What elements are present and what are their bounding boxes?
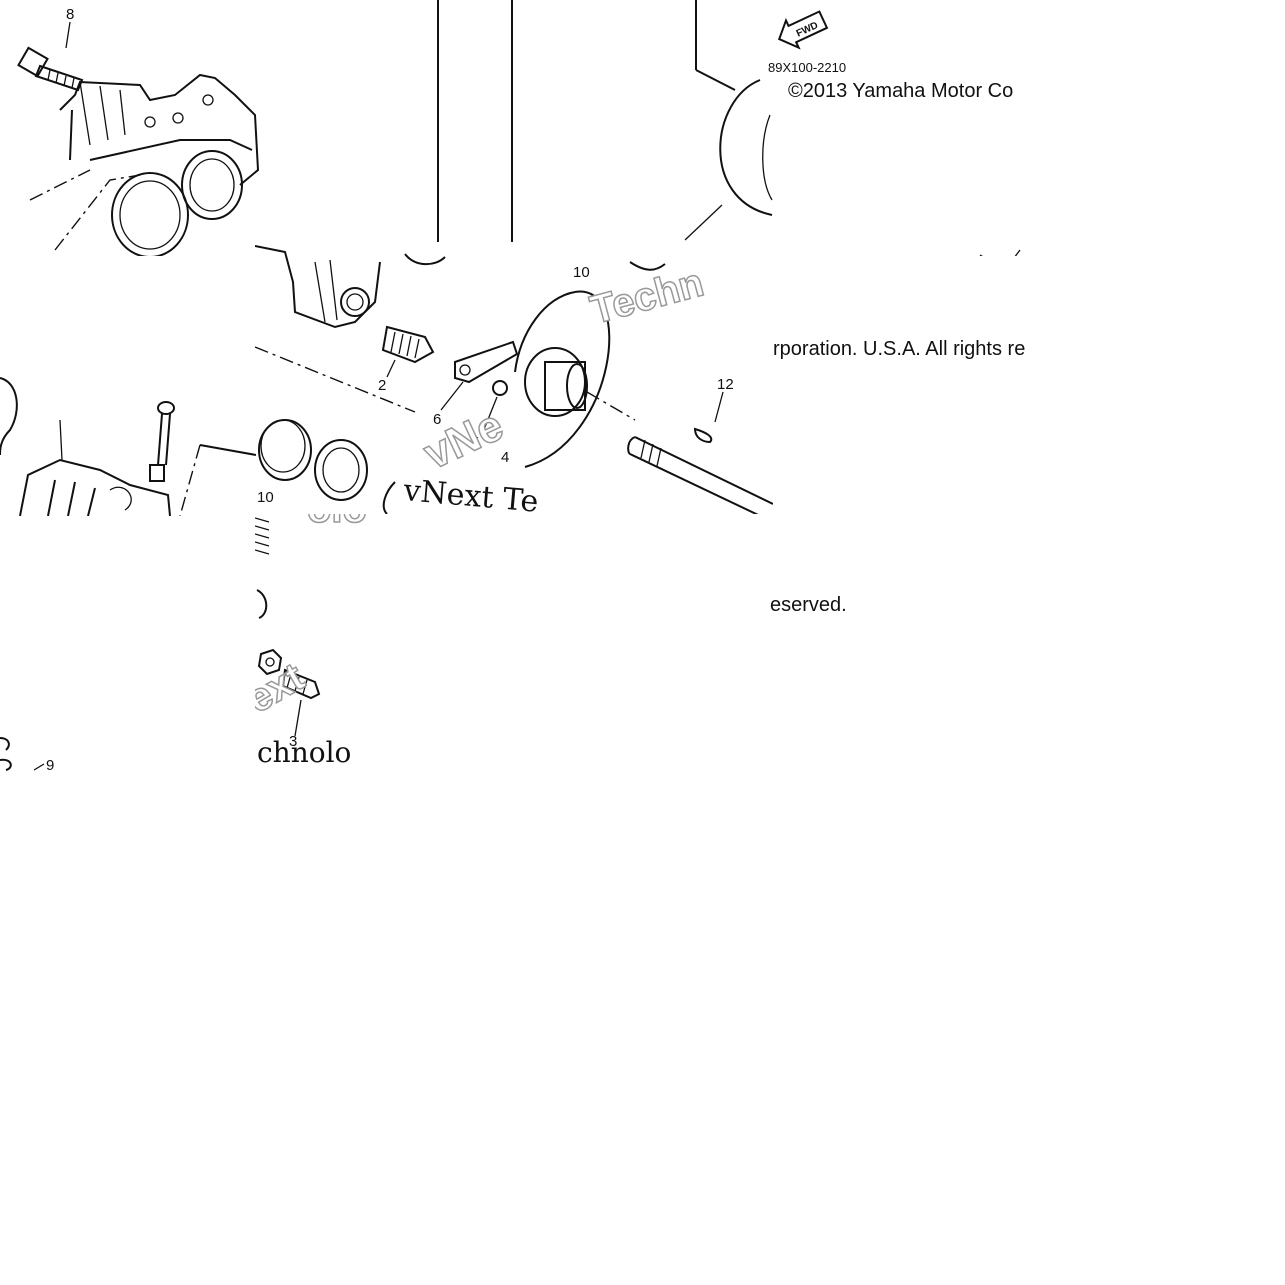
diagram-tile-left-middle [0, 360, 256, 516]
diagram-tile-middle: 2 6 5 4 [255, 242, 773, 514]
seal-ring-part [314, 439, 368, 501]
engine-case-part [29, 73, 260, 256]
cable-end-part [149, 401, 175, 482]
shaft-part [586, 391, 773, 514]
pressure-disc-part [514, 290, 611, 468]
watermark-olo: olo [307, 514, 367, 531]
copyright-line-3: eserved. [770, 594, 847, 616]
callout-6: 6 [433, 411, 441, 428]
fwd-arrow-icon: FWD [777, 10, 829, 50]
diagram-tile-top-left: 8 [0, 0, 440, 256]
callout-10-upper: 10 [573, 264, 590, 281]
copyright-line-1: ©2013 Yamaha Motor Co [788, 80, 1014, 102]
diagram-tile-lower: 3 olo ext chnolo [255, 514, 610, 772]
callout-10-lower: 10 [257, 489, 274, 506]
washer-part-5 [492, 380, 508, 396]
housing-part [255, 245, 446, 329]
bolt-part-8 [17, 46, 84, 92]
watermark-vne: vNe [417, 401, 511, 480]
watermark-vnext: vNext Te [401, 473, 539, 514]
lever-part-6 [454, 340, 519, 384]
part-code: 89X100-2210 [768, 60, 846, 75]
watermark-techn-upper: Techn [586, 260, 708, 332]
watermark-chnolo: chnolo [257, 736, 351, 769]
callout-3: 3 [289, 733, 297, 750]
caliper-part [19, 458, 171, 516]
screw-part-3 [281, 668, 321, 700]
callout-4: 4 [501, 449, 509, 466]
copyright-line-2: rporation. U.S.A. All rights re [773, 338, 1026, 360]
callout-8: 8 [66, 6, 74, 23]
spring-part [255, 517, 270, 555]
key-part-12 [693, 427, 713, 444]
cup-part-10 [258, 419, 312, 481]
callout-12: 12 [717, 376, 734, 393]
callout-9: 9 [46, 757, 54, 772]
worm-gear-part-2 [381, 325, 435, 364]
diagram-tile-top-right: FWD 89X100-2210 11 [510, 0, 1030, 256]
clutch-cover-part-11 [719, 79, 773, 216]
nut-part [257, 648, 283, 676]
diagram-tile-bottom-left: 9 [0, 730, 80, 772]
callout-5: 5 [471, 434, 479, 451]
callout-2: 2 [378, 377, 386, 394]
watermark-ext: ext [255, 655, 312, 722]
